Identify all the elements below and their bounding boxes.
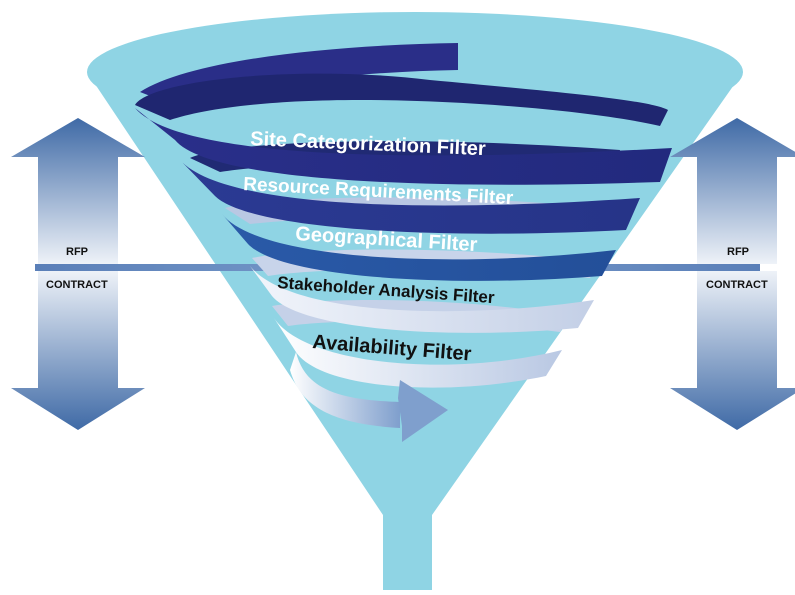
- spiral-band-2: [180, 160, 640, 234]
- left-double-arrow-icon: [11, 118, 145, 430]
- right-contract-label: CONTRACT: [706, 279, 768, 291]
- left-contract-label: CONTRACT: [46, 279, 108, 291]
- exit-arrow-icon: [398, 380, 448, 442]
- spiral-back-1: [135, 73, 668, 126]
- left-rfp-label: RFP: [66, 246, 88, 258]
- spiral-band-5: [274, 318, 562, 388]
- right-rfp-label: RFP: [727, 246, 749, 258]
- spiral-band-4: [250, 266, 594, 333]
- spiral-bottom-tail: [290, 352, 400, 428]
- spiral-band-1: [135, 108, 672, 185]
- spiral-band-3: [222, 214, 616, 281]
- right-double-arrow-icon: [670, 118, 795, 430]
